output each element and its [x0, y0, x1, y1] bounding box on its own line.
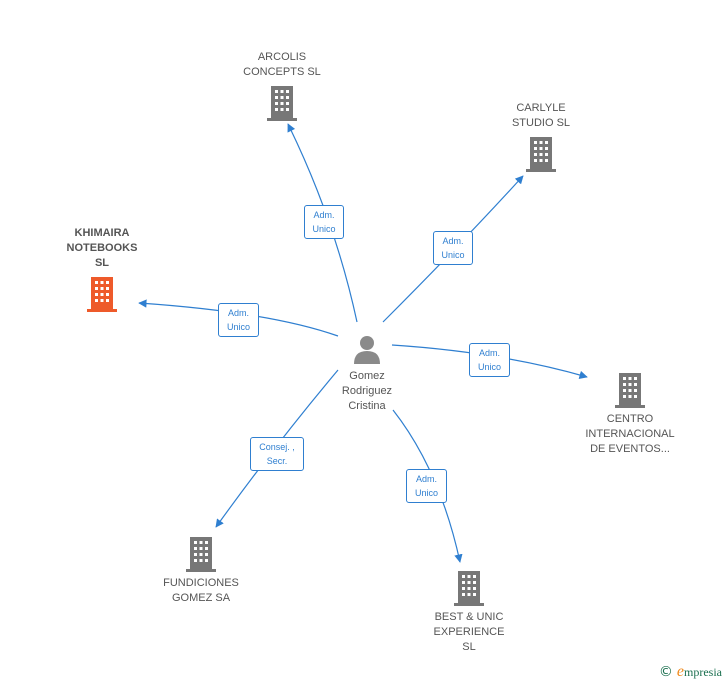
company-node-best[interactable]: BEST & UNIC EXPERIENCE SL	[409, 570, 529, 655]
company-node-centro[interactable]: CENTRO INTERNACIONAL DE EVENTOS...	[564, 372, 696, 457]
company-label-khimaira: KHIMAIRA NOTEBOOKS SL	[66, 227, 138, 269]
empresia-copyright[interactable]: ©empresia	[659, 663, 722, 681]
company-node-fundiciones[interactable]: FUNDICIONES GOMEZ SA	[141, 536, 261, 606]
company-node-khimaira[interactable]: KHIMAIRA NOTEBOOKS SL	[41, 226, 163, 312]
relation-label-fundiciones: Consej. , Secr.	[250, 437, 304, 471]
company-label-arcolis: ARCOLIS CONCEPTS SL	[243, 51, 321, 78]
copyright-icon: ©	[658, 664, 673, 680]
relation-label-carlyle: Adm. Unico	[433, 231, 473, 265]
empresia-logo-text: mpresia	[684, 665, 722, 679]
company-label-best: BEST & UNIC EXPERIENCE SL	[433, 611, 505, 653]
relation-label-khimaira: Adm. Unico	[218, 303, 259, 337]
center-person-node[interactable]: Gomez Rodriguez Cristina	[322, 334, 412, 414]
building-icon	[87, 277, 117, 312]
company-node-carlyle[interactable]: CARLYLE STUDIO SL	[481, 101, 601, 172]
company-label-carlyle: CARLYLE STUDIO SL	[511, 102, 571, 129]
person-icon	[354, 336, 380, 364]
center-person-label: Gomez Rodriguez Cristina	[341, 370, 393, 412]
company-node-arcolis[interactable]: ARCOLIS CONCEPTS SL	[222, 50, 342, 121]
relation-label-centro: Adm. Unico	[469, 343, 510, 377]
relation-label-arcolis: Adm. Unico	[304, 205, 344, 239]
relation-label-best: Adm. Unico	[406, 469, 447, 503]
building-icon	[454, 571, 484, 606]
empresia-logo-initial: e	[676, 663, 684, 680]
building-icon	[267, 86, 297, 121]
company-label-centro: CENTRO INTERNACIONAL DE EVENTOS...	[585, 413, 675, 455]
building-icon	[615, 373, 645, 408]
building-icon	[186, 537, 216, 572]
company-label-fundiciones: FUNDICIONES GOMEZ SA	[163, 577, 239, 604]
building-icon	[526, 137, 556, 172]
